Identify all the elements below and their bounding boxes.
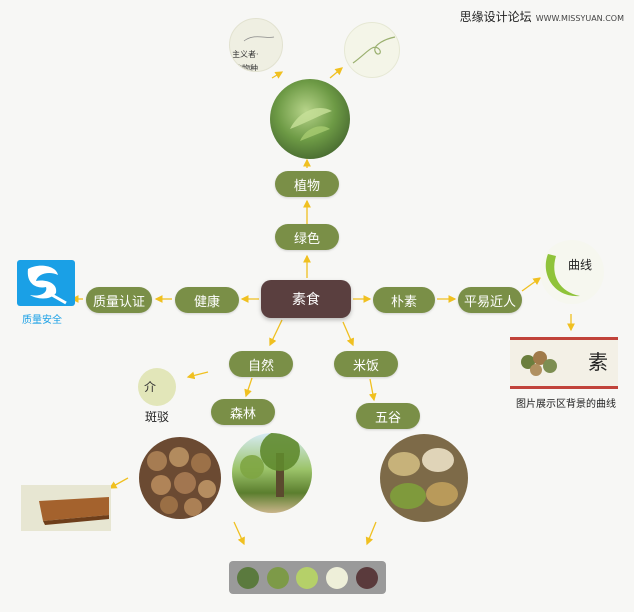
arrow-logs-plank [108,477,129,489]
grain-bags-icon [388,448,458,509]
node-forest[interactable]: 森林 [211,399,275,425]
node-health[interactable]: 健康 [175,287,239,313]
node-quality[interactable]: 质量认证 [86,287,152,313]
palette-swatch-2 [266,566,289,589]
leaf-icon [290,108,332,141]
curl-line-icon [352,36,396,64]
jie-char: 介 [144,380,157,394]
curve-label: 曲线 [568,258,593,272]
watermark-text: 思缘设计论坛 [459,10,532,24]
arrow-nature-forest [244,377,253,398]
palette-swatch-3 [296,566,319,589]
arrow-approachable-curve [521,277,542,292]
node-simple[interactable]: 朴素 [373,287,435,313]
log-ends-icon [147,447,216,516]
palette-swatch-5 [356,566,379,589]
node-center[interactable]: 素食 [261,280,351,318]
arrow-photo-note [271,71,284,79]
beans-icon [521,351,557,376]
arrow-photo-line [329,67,343,79]
forest-photo [232,433,312,513]
quality-safe-label: 质量安全 [22,315,62,326]
note-text-2: 的物种 [234,64,258,72]
mottled-image: 介 [138,368,176,406]
note-sketch-icon [243,36,275,42]
watermark-url: WWW.MISSYUAN.COM [535,14,624,23]
su-banner-image: 素 [510,337,618,389]
palette-swatch-4 [326,566,349,589]
arrow-center-rice [342,321,354,347]
curve-caption: 图片展示区背景的曲线 [516,399,616,410]
tree-icon [240,433,300,497]
node-green[interactable]: 绿色 [275,224,339,250]
logs-photo [139,437,221,519]
grains-photo [380,434,468,522]
node-plant[interactable]: 植物 [275,171,339,197]
node-rice[interactable]: 米饭 [334,351,398,377]
curl-line-image [344,22,400,78]
wood-plank-image [21,485,111,531]
note-text: 主义者· [232,50,259,59]
plank-icon [39,497,109,525]
plant-photo [270,79,350,159]
arrow-center-nature [269,319,283,347]
shield-logo-icon [17,260,75,306]
curve-image: 曲线 [540,240,604,304]
color-palette [229,561,386,594]
mottled-label: 斑驳 [145,410,170,424]
node-nature[interactable]: 自然 [229,351,293,377]
arrow-photos-palette-left [233,521,245,546]
palette-swatch-1 [236,566,259,589]
arrow-rice-grains [368,378,377,402]
note-paper-image: 主义者· 的物种 [229,18,283,72]
quality-logo: 质量安全 [16,259,76,326]
curve-swoosh-icon [545,254,580,297]
arrow-photos-palette-right [365,521,377,546]
node-grains[interactable]: 五谷 [356,403,420,429]
su-char: 素 [588,350,608,374]
node-approachable[interactable]: 平易近人 [458,287,522,313]
arrow-nature-mottled [186,371,209,380]
